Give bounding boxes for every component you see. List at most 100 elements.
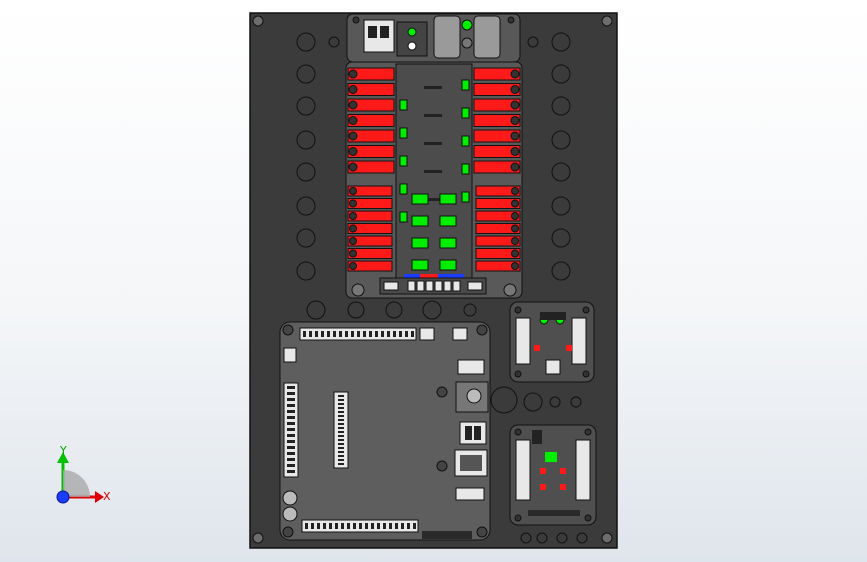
bottom-terminal-strip xyxy=(383,280,483,292)
y-axis-label: Y xyxy=(59,444,67,457)
fuse-screw xyxy=(511,262,519,270)
breaker-screw xyxy=(348,85,358,94)
pin xyxy=(345,331,348,337)
fuse-holder xyxy=(475,210,521,222)
terminal-label xyxy=(467,281,483,291)
pin xyxy=(338,447,344,449)
pin xyxy=(338,459,344,461)
fuse-screw xyxy=(349,262,357,270)
fuse-holder xyxy=(347,198,393,209)
pin xyxy=(287,428,295,431)
pin xyxy=(287,458,295,461)
pin xyxy=(287,446,295,449)
blade-fuse xyxy=(439,259,457,271)
blade-fuse xyxy=(411,193,429,205)
pin xyxy=(287,398,295,401)
knockout-hole xyxy=(296,228,316,248)
breaker-screw xyxy=(348,100,358,110)
fuse-screw xyxy=(511,249,519,258)
gland-hole xyxy=(306,300,326,320)
fuse-screw xyxy=(349,224,357,233)
gland-hole xyxy=(347,301,365,319)
fuse-holder xyxy=(475,185,521,197)
breaker-screw xyxy=(510,147,520,156)
left-pin-header xyxy=(287,386,295,473)
pin xyxy=(365,523,368,529)
fuse-green xyxy=(461,107,470,119)
pin xyxy=(377,523,380,529)
breaker-distribution-block xyxy=(345,61,523,299)
pin xyxy=(338,443,344,445)
knockout-hole xyxy=(296,130,316,150)
breaker-screw xyxy=(348,147,358,156)
fuse-screw xyxy=(349,199,357,208)
fuse-holder xyxy=(475,223,521,234)
fuse-green xyxy=(461,79,470,91)
right-breaker-column xyxy=(473,67,521,272)
breaker-screw xyxy=(510,131,520,141)
breaker-screw xyxy=(348,131,358,141)
terminal-label xyxy=(383,281,399,291)
pin xyxy=(357,331,360,337)
knockout-hole xyxy=(551,32,571,52)
fuse-holder xyxy=(347,210,393,222)
knockout-hole xyxy=(551,64,571,84)
pin xyxy=(381,331,384,337)
knockout-hole xyxy=(296,162,316,182)
fuse-green xyxy=(461,135,470,147)
knockout-hole xyxy=(551,96,571,116)
fuse-holder xyxy=(347,260,393,272)
pin xyxy=(287,410,295,413)
side-holes xyxy=(490,386,582,414)
pin xyxy=(338,427,344,429)
fuse-holder xyxy=(347,248,393,259)
pin xyxy=(338,419,344,421)
breaker xyxy=(347,129,395,143)
knockout-hole xyxy=(551,261,571,281)
pin xyxy=(329,523,332,529)
fuse-slot xyxy=(424,114,442,117)
pin xyxy=(287,464,295,467)
center-fuse-array xyxy=(399,79,470,271)
gland-hole xyxy=(463,303,477,317)
left-breaker-column xyxy=(347,67,395,272)
breaker xyxy=(473,114,521,127)
pin xyxy=(395,523,398,529)
ribbon-connector xyxy=(338,395,344,465)
pin xyxy=(321,331,324,337)
fuse-green xyxy=(461,191,470,203)
blade-fuse xyxy=(439,193,457,205)
pin xyxy=(338,399,344,401)
main-switch-module xyxy=(346,13,521,63)
blade-fuse xyxy=(439,215,457,227)
fuse-green xyxy=(399,127,408,139)
terminal xyxy=(434,280,443,292)
fuse-screw xyxy=(349,187,357,195)
right-knockout-holes xyxy=(527,32,571,281)
panel-corner-holes xyxy=(252,15,613,544)
breaker xyxy=(473,129,521,143)
io-module-lower xyxy=(509,424,597,526)
knockout-hole xyxy=(527,36,539,48)
fuse-screw xyxy=(511,199,519,208)
pin xyxy=(405,331,408,337)
pin xyxy=(335,523,338,529)
pin xyxy=(407,523,410,529)
top-pin-header xyxy=(303,331,414,337)
fuse-green xyxy=(399,99,408,111)
knockout-hole xyxy=(296,261,316,281)
breaker-screw xyxy=(510,69,520,79)
pin xyxy=(287,386,295,389)
pin xyxy=(305,523,308,529)
pin xyxy=(338,431,344,433)
pin xyxy=(287,404,295,407)
breaker xyxy=(473,145,521,158)
pin xyxy=(363,331,366,337)
breaker xyxy=(347,160,395,174)
pin xyxy=(393,331,396,337)
pin xyxy=(287,422,295,425)
blade-fuse xyxy=(411,237,429,249)
pin xyxy=(399,331,402,337)
terminal xyxy=(416,280,425,292)
breaker xyxy=(347,114,395,127)
